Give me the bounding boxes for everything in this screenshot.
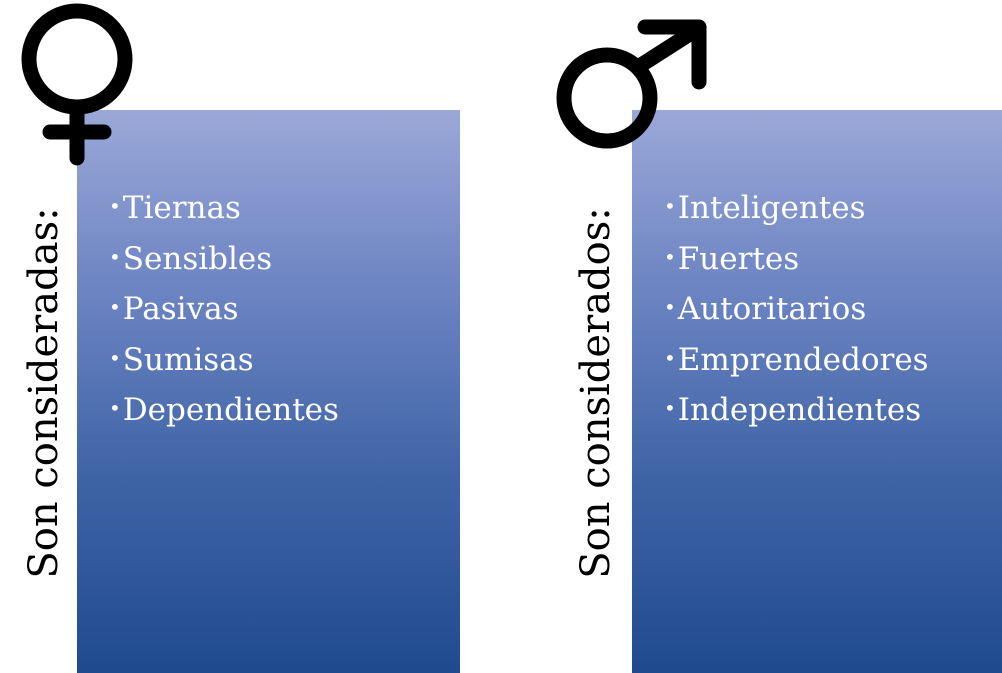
bullet-icon: • — [109, 396, 121, 421]
bullet-icon: • — [109, 295, 121, 320]
trait-label: Pasivas — [122, 291, 239, 328]
trait-label: Sumisas — [122, 341, 254, 378]
list-item: •Dependientes — [109, 384, 339, 435]
bullet-icon: • — [109, 345, 121, 370]
bullet-icon: • — [664, 244, 676, 269]
bullet-icon: • — [664, 396, 676, 421]
trait-label: Autoritarios — [677, 291, 867, 328]
bullet-icon: • — [109, 194, 121, 218]
female-traits-list: •Tiernas •Sensibles •Pasivas •Sumisas •D… — [109, 182, 339, 435]
list-item: •Independientes — [664, 384, 929, 435]
list-item: •Inteligentes — [664, 182, 929, 233]
trait-label: Sensibles — [122, 240, 273, 277]
trait-label: Emprendedores — [677, 341, 929, 378]
list-item: •Pasivas — [109, 283, 339, 334]
female-symbol-icon — [21, 3, 133, 166]
list-item: •Sensibles — [109, 233, 339, 284]
list-item: •Autoritarios — [664, 283, 929, 334]
list-item: •Fuertes — [664, 233, 929, 284]
male-symbol-icon — [556, 19, 707, 149]
male-traits-panel: •Inteligentes •Fuertes •Autoritarios •Em… — [632, 110, 1002, 673]
bullet-icon: • — [664, 345, 676, 370]
trait-label: Inteligentes — [677, 190, 866, 226]
bullet-icon: • — [664, 295, 676, 320]
trait-label: Tiernas — [122, 190, 241, 226]
trait-label: Fuertes — [677, 240, 800, 277]
male-traits-list: •Inteligentes •Fuertes •Autoritarios •Em… — [664, 182, 929, 435]
trait-label: Independientes — [677, 392, 922, 429]
bullet-icon: • — [109, 244, 121, 269]
list-item: •Sumisas — [109, 334, 339, 385]
bullet-icon: • — [664, 194, 676, 218]
list-item: •Tiernas — [109, 182, 339, 233]
female-traits-panel: •Tiernas •Sensibles •Pasivas •Sumisas •D… — [77, 110, 460, 673]
list-item: •Emprendedores — [664, 334, 929, 385]
trait-label: Dependientes — [122, 392, 339, 429]
